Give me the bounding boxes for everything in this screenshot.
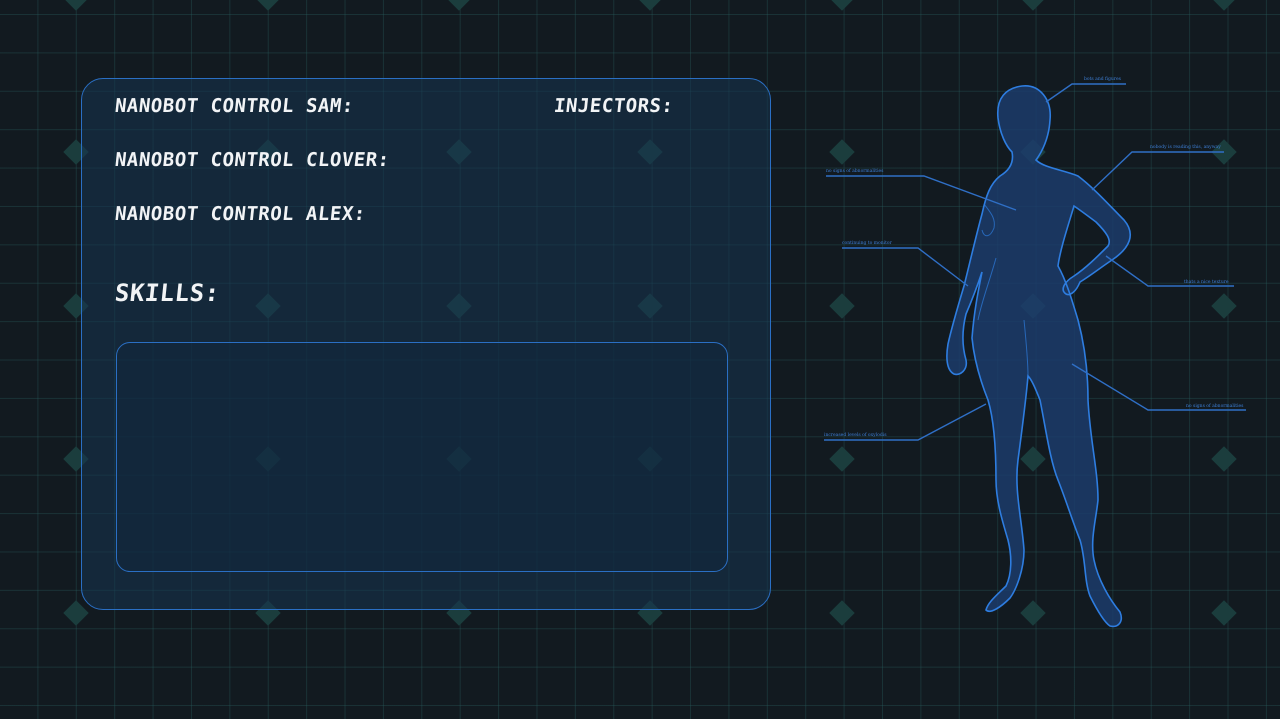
callout-text-head: bots and figures [1084, 76, 1122, 82]
callout-text-shoulder: nobody is reading this, anyway [1150, 144, 1221, 150]
callout-line-thigh [824, 403, 987, 441]
body-inner-line-chest [981, 203, 995, 237]
character-info-panel: NANOBOT CONTROL SAM: NANOBOT CONTROL CLO… [81, 78, 771, 610]
callout-line-leg [1071, 363, 1246, 411]
callout-line-head [1045, 83, 1126, 103]
callout-text-chest: no signs of abnormalities [826, 168, 884, 174]
callout-text-arm: continuing to monitor [842, 240, 893, 246]
body-inner-line-arm [977, 257, 997, 321]
body-silhouette [946, 85, 1132, 628]
callout-line-arm [842, 247, 969, 287]
callout-line-shoulder [1091, 151, 1224, 191]
callout-text-thigh: increased levels of oxylodis [824, 432, 887, 438]
skills-box[interactable] [116, 342, 728, 572]
callout-text-hand: thats a nice texture [1184, 279, 1229, 285]
callout-line-hand [1105, 255, 1234, 287]
callout-text-leg: no signs of abnormalities [1186, 403, 1244, 409]
callout-line-chest [826, 175, 1017, 211]
body-inner-line-leg [1023, 319, 1029, 377]
